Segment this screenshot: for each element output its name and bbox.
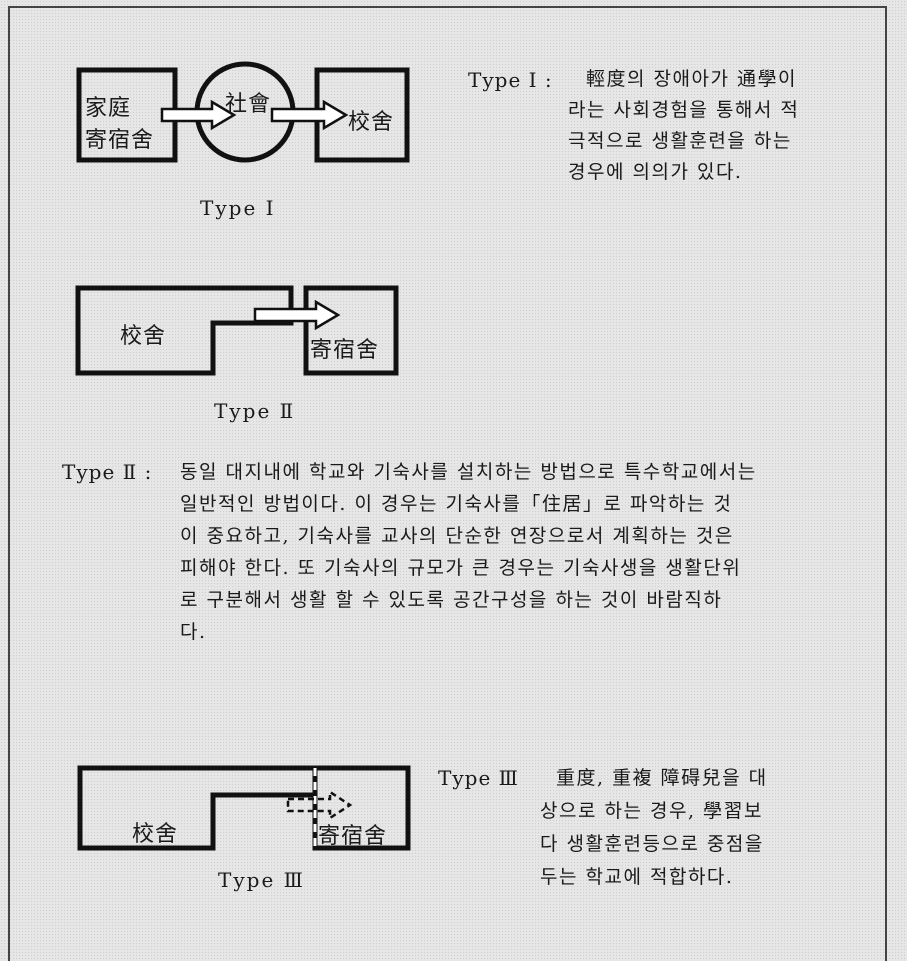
type2-desc-line-5: 로 구분해서 생활 할 수 있도록 공간구성을 하는 것이 바람직하 bbox=[180, 589, 723, 611]
type3-school-shape bbox=[77, 765, 318, 851]
type2-desc-line-4: 피해야 한다. 또 기숙사의 규모가 큰 경우는 기숙사생을 생활단위 bbox=[180, 557, 742, 579]
type1-home-label-line2: 寄宿舍 bbox=[85, 128, 155, 153]
type2-desc-heading: Type Ⅱ : bbox=[62, 460, 153, 484]
type3-desc-cont: 상으로 하는 경우, 學習보 다 생활훈련등으로 중점을 두는 학교에 적합하다… bbox=[540, 795, 764, 894]
type3-desc-line-1: 重度, 重複 障碍兒을 대 bbox=[556, 767, 768, 789]
type2-school-label: 校舍 bbox=[120, 324, 167, 349]
type1-desc-line-1: 輕度의 장애아가 通學이 bbox=[586, 68, 797, 90]
type3-desc-line-2: 상으로 하는 경우, 學習보 bbox=[540, 800, 763, 822]
type2-desc-line-6: 다. bbox=[180, 621, 207, 643]
type2-desc-line-1: 동일 대지내에 학교와 기숙사를 설치하는 방법으로 특수학교에서는 bbox=[180, 461, 757, 483]
type2-desc: 동일 대지내에 학교와 기숙사를 설치하는 방법으로 특수학교에서는 일반적인 … bbox=[180, 456, 757, 648]
type3-school-label: 校舍 bbox=[132, 822, 179, 847]
type2-arrow bbox=[253, 299, 341, 331]
type1-society-label: 社會 bbox=[225, 92, 272, 117]
type1-desc-line-2: 라는 사회경험을 통해서 적 bbox=[568, 99, 800, 121]
type1-arrow-1 bbox=[160, 99, 237, 131]
type2-caption: Type Ⅱ bbox=[214, 399, 296, 423]
type1-school-label: 校舍 bbox=[348, 110, 395, 135]
type1-desc-line-3: 극적으로 생활훈련을 하는 bbox=[568, 130, 792, 152]
type2-desc-line-2: 일반적인 방법이다. 이 경우는 기숙사를「住居」로 파악하는 것 bbox=[180, 493, 733, 515]
page-frame bbox=[8, 6, 887, 961]
type1-desc: 輕度의 장애아가 通學이 bbox=[586, 64, 797, 95]
type1-caption: Type Ⅰ bbox=[200, 196, 276, 220]
type2-dorm-label: 寄宿舍 bbox=[310, 338, 380, 363]
type1-desc-line-4: 경우에 의의가 있다. bbox=[568, 161, 743, 183]
type1-desc-cont: 라는 사회경험을 통해서 적 극적으로 생활훈련을 하는 경우에 의의가 있다. bbox=[568, 95, 799, 188]
type3-desc: 重度, 重複 障碍兒을 대 bbox=[556, 762, 768, 795]
type2-desc-line-3: 이 중요하고, 기숙사를 교사의 단순한 연장으로서 계획하는 것은 bbox=[180, 525, 734, 547]
type2-dorm-box bbox=[303, 285, 399, 376]
type1-desc-heading: Type Ⅰ : bbox=[468, 68, 553, 92]
type3-dorm-label: 寄宿舍 bbox=[318, 824, 388, 849]
type3-dashed-arrow bbox=[286, 789, 353, 821]
type3-desc-heading: Type Ⅲ bbox=[438, 766, 519, 790]
type3-desc-line-4: 두는 학교에 적합하다. bbox=[540, 866, 734, 888]
type1-home-label-line1: 家庭 bbox=[85, 96, 132, 121]
type3-caption: Type Ⅲ bbox=[218, 868, 305, 892]
type2-school-shape bbox=[75, 285, 294, 376]
type1-arrow-2 bbox=[270, 99, 349, 131]
type3-desc-line-3: 다 생활훈련등으로 중점을 bbox=[540, 833, 764, 855]
